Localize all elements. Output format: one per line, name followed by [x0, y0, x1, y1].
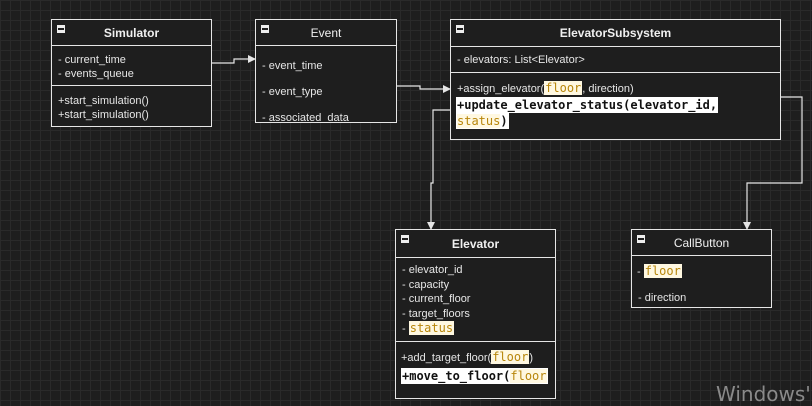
activation-watermark: Windows'u [716, 382, 812, 406]
collapse-icon[interactable] [57, 25, 65, 33]
method-suffix: ) [500, 114, 508, 128]
elevator-subsystem-methods: +assign_elevator(floor, direction) +upda… [451, 73, 780, 129]
connector-subsystem-callbutton [743, 96, 803, 230]
collapse-icon[interactable] [261, 25, 269, 33]
call-button-attributes: - floor - direction [632, 256, 771, 305]
param-floor: floor [544, 81, 583, 95]
method-prefix: +move_to_floor( [402, 369, 511, 383]
attribute: - target_floors [402, 307, 470, 320]
attribute: - current_time [58, 54, 126, 66]
call-button-title: CallButton [673, 235, 730, 250]
event-attributes: - event_time - event_type - associated_d… [256, 46, 396, 123]
simulator-title: Simulator [103, 25, 160, 40]
attribute-status: - status [396, 321, 555, 337]
call-button-header[interactable]: CallButton [632, 230, 771, 256]
attribute: - elevator_id [402, 264, 463, 276]
simulator-attributes: - current_time - events_queue [52, 46, 211, 86]
elevator-attributes: - elevator_id - capacity - current_floor… [396, 258, 555, 342]
attribute: - event_type [262, 86, 323, 98]
elevator-subsystem-title: ElevatorSubsystem [559, 26, 672, 40]
method-prefix: +add_target_floor( [401, 352, 492, 364]
event-title: Event [310, 25, 342, 40]
attribute-prefix: - [637, 266, 644, 278]
method-update-status-cont: status) [451, 113, 780, 129]
connector-simulator-event [212, 55, 256, 64]
elevator-methods: +add_target_floor(floor) +move_to_floor(… [396, 342, 555, 384]
simulator-methods: +start_simulation() +start_simulation() [52, 86, 211, 122]
param-floor: floor [491, 350, 530, 364]
simulator-header[interactable]: Simulator [52, 20, 211, 46]
method-update-status-line2: status) [456, 113, 509, 129]
elevator-subsystem-attributes: - elevators: List<Elevator> [451, 47, 780, 73]
attribute: - associated_data [262, 112, 349, 123]
elevator-title: Elevator [451, 236, 500, 251]
attribute-status-value: status [408, 321, 455, 335]
attribute: - direction [638, 292, 687, 304]
event-header[interactable]: Event [256, 20, 396, 46]
call-button-class[interactable]: CallButton - floor - direction [631, 229, 772, 308]
attribute-prefix: - [402, 323, 409, 335]
method-update-status: +update_elevator_status(elevator_id, [451, 97, 780, 113]
method-assign-elevator: +assign_elevator(floor, direction) [451, 81, 780, 96]
method: +start_simulation() [58, 109, 149, 121]
elevator-subsystem-header[interactable]: ElevatorSubsystem [451, 20, 780, 47]
elevator-class[interactable]: Elevator - elevator_id - capacity - curr… [395, 229, 556, 399]
collapse-icon[interactable] [401, 235, 409, 243]
param-status: status [457, 114, 501, 128]
method-update-status-line1: +update_elevator_status(elevator_id, [456, 97, 719, 113]
attribute: - capacity [402, 278, 450, 291]
event-class[interactable]: Event - event_time - event_type - associ… [255, 19, 397, 123]
method: +start_simulation() [58, 95, 149, 107]
method-suffix: , direction) [582, 83, 634, 95]
method-add-target-floor: +add_target_floor(floor) [396, 350, 555, 365]
attribute: - event_time [262, 60, 323, 72]
collapse-icon[interactable] [456, 25, 464, 33]
method-prefix: +assign_elevator( [457, 83, 545, 95]
method-move-to-floor-text: +move_to_floor(floor [401, 368, 548, 384]
method-move-to-floor: +move_to_floor(floor [396, 368, 555, 384]
elevator-subsystem-class[interactable]: ElevatorSubsystem - elevators: List<Elev… [450, 19, 781, 140]
param-floor: floor [510, 369, 547, 383]
attribute: - elevators: List<Elevator> [457, 54, 585, 66]
connector-event-subsystem [397, 85, 451, 93]
method-suffix: ) [529, 352, 533, 364]
connector-subsystem-elevator [427, 109, 450, 230]
attribute: - events_queue [58, 68, 134, 80]
attribute-floor: - floor [632, 264, 771, 280]
collapse-icon[interactable] [637, 235, 645, 243]
attribute-floor-value: floor [643, 264, 682, 278]
simulator-class[interactable]: Simulator - current_time - events_queue … [51, 19, 212, 127]
attribute: - current_floor [402, 293, 471, 305]
elevator-header[interactable]: Elevator [396, 230, 555, 258]
